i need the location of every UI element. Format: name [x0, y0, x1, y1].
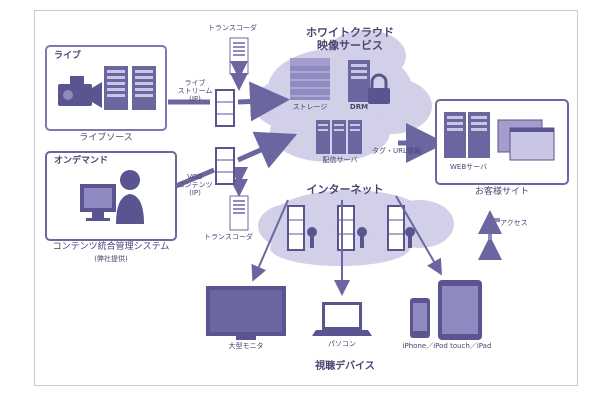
transcoder-top-label: トランスコーダ	[208, 25, 257, 33]
internet-label: インターネット	[290, 184, 400, 196]
transcoder-bottom-label: トランスコーダ	[204, 234, 253, 242]
tv-monitor-icon	[206, 286, 286, 340]
cloud-title-2: 映像サービス	[290, 40, 410, 52]
devices-caption: 視聴デバイス	[290, 361, 400, 372]
customer-site-caption: お客様サイト	[436, 188, 568, 198]
cms-caption: コンテンツ統合管理システム	[36, 243, 186, 253]
ondemand-box-title: オンデマンド	[54, 157, 108, 167]
vod-label-3: (IP)	[170, 190, 220, 198]
live-stream-label-3: (IP)	[170, 96, 220, 104]
access-label: アクセス	[500, 220, 528, 228]
drm-server-icon	[348, 60, 370, 102]
laptop-icon	[312, 302, 372, 336]
storage-icon	[290, 58, 330, 100]
live-source-caption: ライブソース	[46, 134, 166, 144]
tag-url-label: タグ・URL情報	[372, 148, 421, 156]
live-box-title: ライブ	[54, 52, 81, 62]
transcoder-bottom-icon	[230, 182, 248, 230]
iphone-icon	[410, 298, 430, 338]
tv-label: 大型モニタ	[206, 343, 286, 351]
transcoder-top-icon	[230, 38, 248, 88]
web-server-label: WEBサーバ	[450, 164, 487, 172]
mobile-label: iPhone／iPod touch／iPad	[392, 343, 502, 351]
cms-sub-caption: (弊社提供)	[36, 256, 186, 264]
encoder-label: エンコーダ	[108, 111, 143, 119]
access-arrow	[490, 214, 500, 240]
drm-label: DRM	[344, 104, 374, 112]
storage-label: ストレージ	[280, 104, 340, 112]
cloud-title-1: ホワイトクラウド	[290, 27, 410, 39]
delivery-server-label: 配信サーバ	[310, 157, 370, 165]
ipad-icon	[438, 280, 482, 340]
delivery-server-icon	[316, 120, 362, 154]
pc-label: パソコン	[312, 341, 372, 349]
